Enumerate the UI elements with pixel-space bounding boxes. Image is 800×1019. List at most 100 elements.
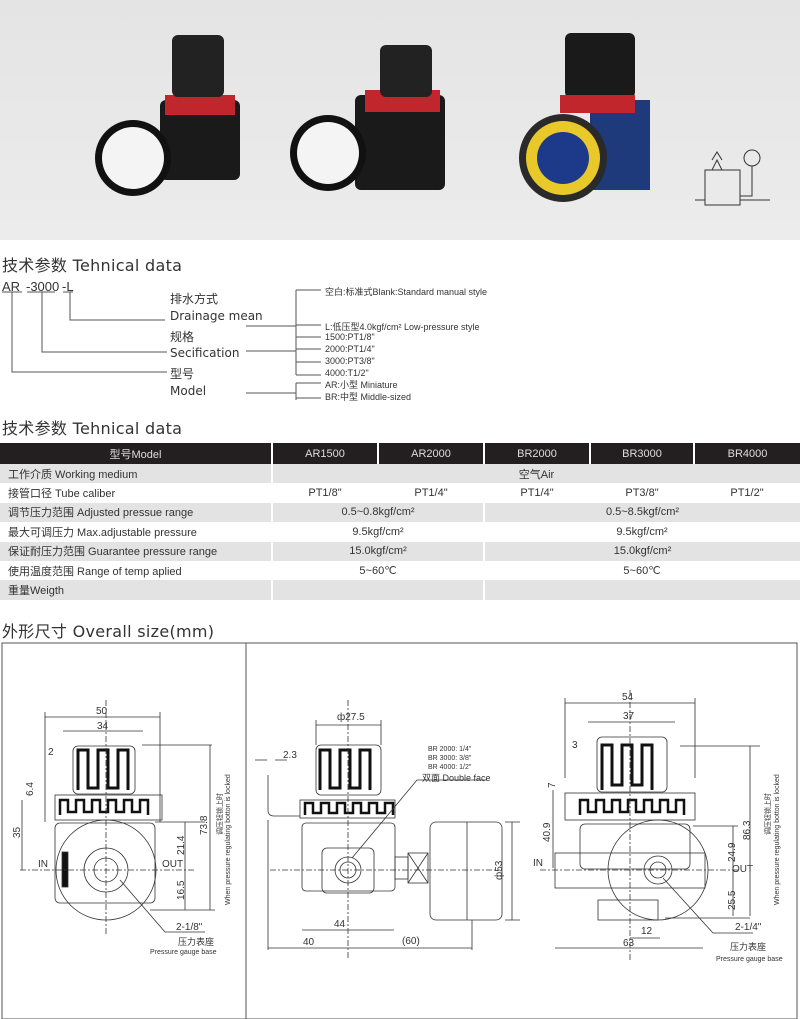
br-port-size: BR 3000: 3/8" [428, 755, 472, 762]
header-cell: AR1500 [271, 443, 378, 464]
dim-53: ф53 [493, 860, 505, 880]
dim-63: 63 [623, 938, 635, 949]
row-label: 接管口径 Tube caliber [8, 488, 116, 501]
cell [271, 580, 484, 600]
cell: PT1/8" [308, 487, 342, 500]
product-ar1500-image [95, 35, 240, 196]
drainage-option: L:低压型4.0kgf/cm² Low-pressure style [325, 322, 480, 332]
spec-option: 2000:PT1/4" [325, 344, 375, 354]
dim-40-9: 40.9 [542, 822, 553, 842]
cell: 5~60℃ [359, 565, 397, 578]
out-label: OUT [732, 864, 753, 875]
row-label: 使用温度范围 Range of temp aplied [8, 565, 182, 578]
dim-27-5: ф27.5 [337, 711, 365, 723]
lock-note-en: When pressure regulating botton is locke… [225, 774, 232, 905]
dim-44: 44 [334, 919, 346, 930]
dim-37: 37 [623, 711, 635, 722]
table-row: 调节压力范围 Adjusted pressue range 0.5~0.8kgf… [0, 502, 800, 523]
cell: PT1/4" [520, 487, 554, 500]
br-port-size: BR 2000: 1/4" [428, 746, 472, 753]
gauge-base-en: Pressure gauge base [716, 956, 783, 963]
dim-54: 54 [622, 692, 634, 703]
cell: PT1/4" [414, 487, 448, 500]
dim-2-3: 2.3 [283, 750, 297, 761]
cell: PT3/8" [625, 487, 659, 500]
dim-24-9: 24.9 [727, 842, 738, 862]
dim-35: 35 [12, 826, 23, 838]
dim-25-5: 25.5 [727, 890, 738, 910]
regulator-symbol-icon [695, 149, 770, 206]
lock-note-cn: 调压钮锁上时 [215, 793, 224, 835]
cell: 15.0kgf/cm² [271, 541, 484, 561]
ar-front-view [20, 700, 215, 935]
spec-option: 3000:PT3/8" [325, 356, 375, 366]
table-row: 工作介质 Working medium 空气Air [0, 464, 800, 484]
cell [483, 580, 800, 600]
section-title-overall-size: 外形尺寸 Overall size(mm) [2, 622, 215, 641]
out-label: OUT [162, 859, 183, 870]
drainage-option: 空白:标准式Blank:Standard manual style [325, 287, 488, 297]
header-cell: BR4000 [693, 443, 800, 464]
cell: 15.0kgf/cm² [483, 541, 800, 561]
gauge-base-cn: 压力表座 [730, 941, 766, 952]
cell: 空气Air [271, 464, 800, 484]
dim-86-3: 86.3 [742, 820, 753, 840]
product-br-image [519, 33, 650, 202]
dim-60: (60) [402, 936, 420, 947]
model-cn: 型号 [170, 367, 195, 381]
table-row: 最大可调压力 Max.adjustable pressure 9.5kgf/cm… [0, 522, 800, 541]
in-label: IN [38, 859, 48, 870]
cell: 0.5~8.5kgf/cm² [483, 502, 800, 523]
spec-en: Secification [170, 346, 240, 360]
table-header-row: 型号Model AR1500 AR2000 BR2000 BR3000 BR40… [0, 443, 800, 464]
model-spec: -3000 [26, 279, 60, 294]
row-label: 保证耐压力范围 Guarantee pressure range [0, 541, 272, 561]
port-size: 2-1/8" [176, 922, 203, 933]
row-label: 重量Weigth [0, 580, 272, 600]
port-size: 2-1/4" [735, 922, 762, 933]
drawing-frame [1, 642, 798, 1019]
header-cell: BR2000 [483, 443, 590, 464]
section-title-technical-data-2: 技术参数 Tehnical data [2, 419, 183, 438]
row-label: 最大可调压力 Max.adjustable pressure [8, 526, 197, 539]
cell: 9.5kgf/cm² [352, 525, 404, 538]
dim-16-5: 16.5 [176, 880, 187, 900]
dim-3: 3 [572, 740, 578, 751]
header-cell: 型号Model [0, 443, 272, 464]
dim-21-4: 21.4 [176, 835, 187, 855]
lock-note-cn: 调压钮锁上时 [763, 793, 772, 835]
dim-50: 50 [96, 706, 108, 717]
dim-73-8: 73.8 [199, 815, 210, 835]
model-drain: -L [62, 279, 74, 294]
model-option: BR:中型 Middle-sized [325, 392, 412, 402]
model-prefix: AR [2, 279, 21, 294]
drainage-cn: 排水方式 [170, 292, 219, 306]
double-face-label: 双面 Double face [422, 773, 491, 783]
side-view [255, 700, 520, 960]
model-code-connector-lines [2, 289, 321, 400]
product-images [95, 33, 770, 206]
lock-note-en: When pressure regulating botton is locke… [774, 774, 781, 905]
ar-dimension-labels: 50 34 2 6.4 35 21.4 73.8 16.5 IN OUT 调压钮… [12, 706, 232, 956]
spec-option: 4000:T1/2" [325, 368, 369, 378]
technical-data-table: 型号Model AR1500 AR2000 BR2000 BR3000 BR40… [0, 443, 800, 600]
spec-option: 1500:PT1/8" [325, 332, 375, 342]
br-front-view [540, 690, 760, 960]
model-option: AR:小型 Miniature [325, 380, 398, 390]
in-label: IN [533, 858, 543, 869]
cell: PT1/2" [730, 487, 764, 500]
gauge-base-en: Pressure gauge base [150, 949, 217, 956]
cell: 0.5~0.8kgf/cm² [271, 502, 484, 523]
drainage-en: Drainage mean [170, 309, 263, 323]
header-cell: AR2000 [377, 443, 484, 464]
dim-34: 34 [97, 721, 109, 732]
dim-7: 7 [547, 782, 558, 788]
table-row: 保证耐压力范围 Guarantee pressure range 15.0kgf… [0, 541, 800, 561]
dim-2: 2 [48, 747, 54, 758]
product-photos [0, 0, 800, 240]
model-en: Model [170, 384, 207, 398]
cell: 5~60℃ [623, 565, 661, 578]
product-ar2000-image [290, 45, 445, 191]
table-row: 接管口径 Tube caliber PT1/8" PT1/4" PT1/4" P… [0, 483, 800, 502]
br-dimension-labels: 54 37 3 7 40.9 86.3 24.9 25.5 IN OUT 12 … [533, 692, 783, 963]
